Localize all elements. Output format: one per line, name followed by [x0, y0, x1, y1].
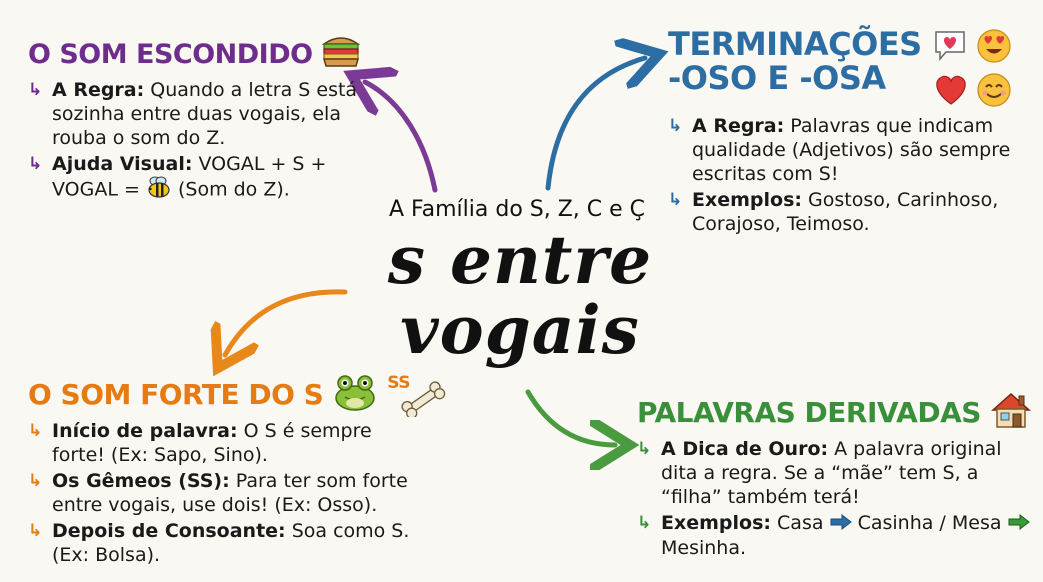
- heart-speech-icon: [932, 28, 972, 68]
- center-title-line2: vogais: [400, 291, 640, 369]
- heading-line2: -OSO E -OSA: [668, 58, 886, 97]
- bullet-label: Início de palavra:: [52, 420, 238, 443]
- heading-text: O SOM FORTE DO S: [28, 378, 324, 411]
- center-title: s entre vogais: [370, 225, 670, 365]
- frog-icon: [331, 372, 379, 417]
- section-som-escondido: O SOM ESCONDIDO ↳ A Regra: Quando a letr…: [28, 34, 361, 204]
- arrow-right-icon: [1008, 512, 1030, 536]
- arrow-right-icon: [830, 512, 852, 536]
- bullet-arrow-icon: ↳: [637, 439, 652, 460]
- section-heading: PALAVRAS DERIVADAS: [637, 390, 1032, 435]
- ss-bone-text: SS: [387, 372, 411, 393]
- section-heading-row: TERMINAÇÕES -OSO E -OSA: [668, 25, 1028, 112]
- bullet-arrow-icon: ↳: [28, 521, 43, 542]
- bullet-label: Ajuda Visual:: [52, 153, 193, 176]
- bullet-label: Exemplos:: [661, 512, 771, 535]
- bullet-label: Exemplos:: [692, 189, 802, 211]
- bullet-text: VOGAL + S + VOGAL =: [52, 153, 327, 201]
- section-terminacoes: TERMINAÇÕES -OSO E -OSA ↳ A Regra: [668, 25, 1028, 236]
- bullet-arrow-icon: ↳: [637, 513, 652, 534]
- smile-icon: [976, 72, 1016, 112]
- ss-bone-icon: SS: [387, 372, 446, 417]
- bee-icon: [146, 176, 172, 204]
- section-som-forte: O SOM FORTE DO S SS: [28, 372, 446, 567]
- center-subtitle: A Família do S, Z, C e Ç: [388, 197, 646, 222]
- bullet-item: ↳ Ajuda Visual: VOGAL + S + VOGAL = (Som…: [28, 152, 358, 204]
- section-heading: O SOM FORTE DO S SS: [28, 372, 446, 417]
- arrow-to-bottom-left: [225, 289, 348, 355]
- emoji-cluster: [932, 28, 1016, 112]
- bullet-arrow-icon: ↳: [28, 421, 43, 442]
- heart-icon: [932, 72, 972, 112]
- bullet-arrow-icon: ↳: [668, 116, 683, 136]
- section-heading: O SOM ESCONDIDO: [28, 34, 361, 76]
- bullet-arrow-icon: ↳: [28, 471, 43, 492]
- bullet-text: O S é sempre forte! (Ex: Sapo, Sino).: [52, 420, 372, 467]
- bullet-arrow-icon: ↳: [28, 80, 43, 101]
- bullet-label: Depois de Consoante:: [52, 520, 286, 543]
- bullet-label: A Regra:: [52, 79, 145, 102]
- heading-text: PALAVRAS DERIVADAS: [637, 396, 981, 429]
- bullet-text-mid: Casinha / Mesa: [851, 512, 1008, 535]
- bullet-item: ↳ A Dica de Ouro: A palavra original dit…: [637, 437, 1032, 509]
- bullet-item: ↳ Exemplos: Casa Casinha / Mesa Mesinha.: [637, 511, 1032, 560]
- bullet-text: Quando a letra S está sozinha entre duas…: [52, 79, 358, 150]
- heading-text: O SOM ESCONDIDO: [28, 39, 313, 70]
- bullet-text: Para ter som forte entre vogais, use doi…: [52, 470, 408, 517]
- bullet-text: Casa: [771, 512, 830, 535]
- bullet-arrow-icon: ↳: [28, 154, 43, 175]
- bullet-label: A Regra:: [692, 115, 785, 137]
- arrow-to-top-left: [365, 82, 438, 193]
- bullet-item: ↳ Depois de Consoante: Soa como S. (Ex: …: [28, 519, 428, 567]
- bullet-label: Os Gêmeos (SS):: [52, 470, 230, 493]
- heart-eyes-icon: [976, 28, 1016, 68]
- section-palavras-derivadas: PALAVRAS DERIVADAS ↳ A Dica de Ouro: A p…: [637, 390, 1032, 560]
- bullet-item: ↳ Exemplos: Gostoso, Carinhoso, Corajoso…: [668, 188, 1028, 236]
- bullet-item: ↳ Os Gêmeos (SS): Para ter som forte ent…: [28, 469, 428, 517]
- arrow-to-top-right: [545, 58, 645, 191]
- bullet-text-after: Mesinha.: [661, 536, 747, 559]
- bullet-text: Gostoso, Carinhoso, Corajoso, Teimoso.: [692, 189, 999, 235]
- bullet-text: Soa como S. (Ex: Bolsa).: [52, 520, 410, 567]
- section-heading: TERMINAÇÕES -OSO E -OSA: [668, 25, 922, 97]
- heading-line1: TERMINAÇÕES: [668, 25, 922, 63]
- bullet-item: ↳ Início de palavra: O S é sempre forte!…: [28, 419, 428, 467]
- house-icon: [989, 390, 1033, 435]
- bullet-arrow-icon: ↳: [668, 190, 683, 210]
- center-title-line1: s entre: [387, 221, 653, 299]
- bullet-label: A Dica de Ouro:: [661, 438, 829, 461]
- sandwich-icon: [321, 34, 361, 76]
- bullet-text: Palavras que indicam qualidade (Adjetivo…: [692, 115, 1011, 185]
- bullet-text-after: (Som do Z).: [171, 178, 290, 201]
- bullet-item: ↳ A Regra: Quando a letra S está sozinha…: [28, 78, 358, 150]
- bullet-text: A palavra original dita a regra. Se a “m…: [661, 438, 1002, 509]
- arrow-to-bottom-right: [525, 389, 615, 445]
- bullet-item: ↳ A Regra: Palavras que indicam qualidad…: [668, 114, 1028, 186]
